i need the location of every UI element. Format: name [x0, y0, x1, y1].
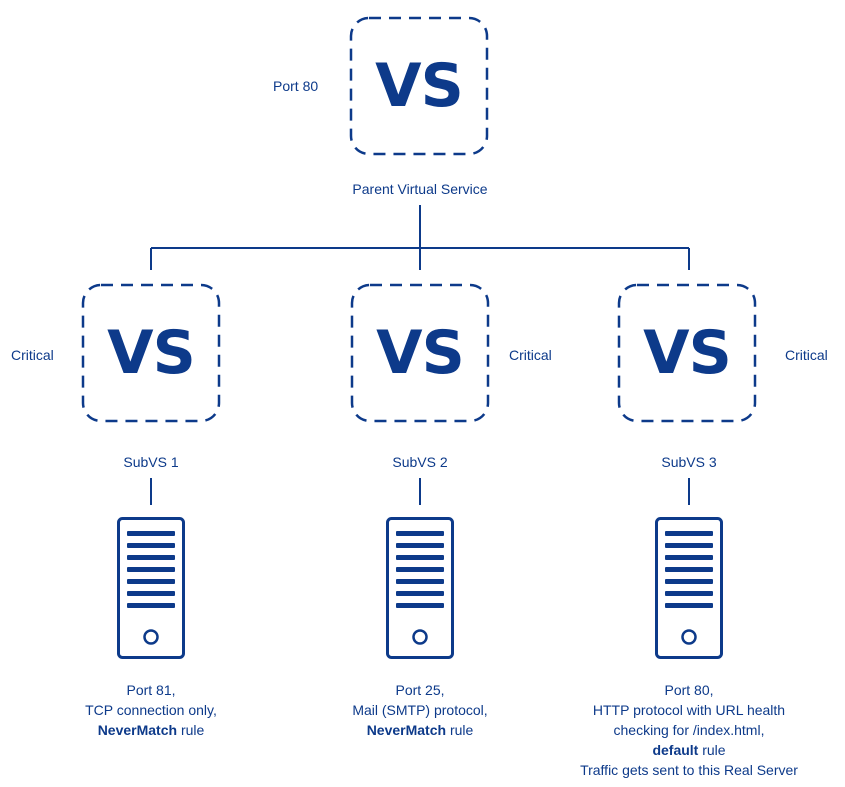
subvs1-name: SubVS 1: [123, 454, 179, 470]
rule-suffix: rule: [446, 722, 474, 738]
caption-rule-line: default rule: [559, 740, 819, 760]
caption-line: Port 80,: [664, 682, 714, 698]
rule-suffix: rule: [698, 742, 726, 758]
caption-rule-line: NeverMatch rule: [51, 720, 251, 740]
server-2-icon: [386, 517, 454, 659]
parent-vs-box: VS: [349, 16, 489, 156]
subvs1-vs-text: VS: [107, 318, 196, 388]
server-3-caption: Port 80, HTTP protocol with URL health c…: [559, 680, 819, 780]
server-3-icon: [655, 517, 723, 659]
server-2-caption: Port 25, Mail (SMTP) protocol, NeverMatc…: [320, 680, 520, 740]
parent-title: Parent Virtual Service: [352, 181, 488, 197]
rule-name: default: [652, 742, 699, 758]
caption-line: Port 81,: [126, 682, 176, 698]
parent-vs-text: VS: [375, 51, 464, 121]
subvs1-status: Critical: [11, 347, 54, 363]
dashed-border: [81, 283, 221, 423]
server-1-caption: Port 81, TCP connection only, NeverMatch…: [51, 680, 251, 740]
caption-line: Port 25,: [395, 682, 445, 698]
rule-suffix: rule: [177, 722, 205, 738]
subvs3-vs-box: VS: [617, 283, 757, 423]
subvs2-name: SubVS 2: [392, 454, 448, 470]
caption-line: TCP connection only,: [85, 702, 217, 718]
subvs3-status: Critical: [785, 347, 828, 363]
dashed-border: [617, 283, 757, 423]
rule-name: NeverMatch: [97, 722, 178, 738]
rule-name: NeverMatch: [366, 722, 447, 738]
dashed-border: [349, 16, 489, 156]
caption-line: Mail (SMTP) protocol,: [352, 702, 488, 718]
server-1-icon: [117, 517, 185, 659]
caption-line: checking for /index.html,: [613, 722, 765, 738]
caption-line: HTTP protocol with URL health: [592, 702, 786, 718]
subvs3-vs-text: VS: [643, 318, 732, 388]
subvs2-vs-box: VS: [350, 283, 490, 423]
caption-line: Traffic gets sent to this Real Server: [580, 762, 798, 778]
subvs1-vs-box: VS: [81, 283, 221, 423]
dashed-border: [350, 283, 490, 423]
parent-port-label: Port 80: [273, 78, 319, 94]
subvs2-status: Critical: [509, 347, 552, 363]
caption-rule-line: NeverMatch rule: [320, 720, 520, 740]
subvs2-vs-text: VS: [376, 318, 465, 388]
subvs3-name: SubVS 3: [661, 454, 717, 470]
